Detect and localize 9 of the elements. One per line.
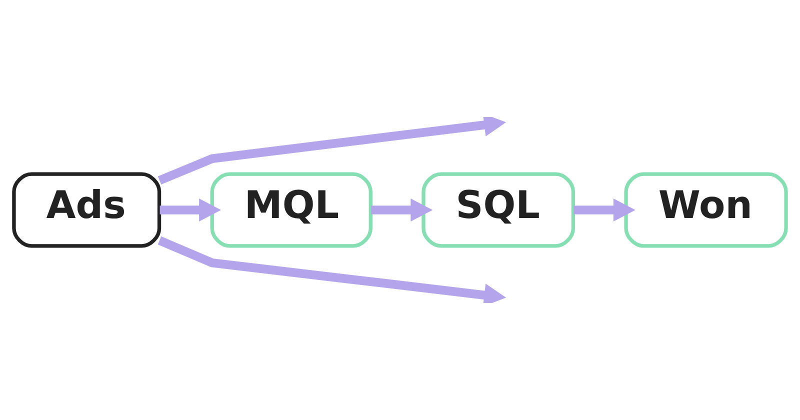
node-box: SQL — [422, 172, 576, 248]
arrow — [574, 198, 636, 222]
node-box: Ads — [12, 172, 162, 248]
node-box: MQL — [210, 172, 372, 248]
arrow — [158, 236, 506, 303]
arrow — [158, 117, 506, 184]
node-box: Won — [624, 172, 788, 248]
arrow — [371, 198, 433, 222]
arrow — [160, 198, 222, 222]
